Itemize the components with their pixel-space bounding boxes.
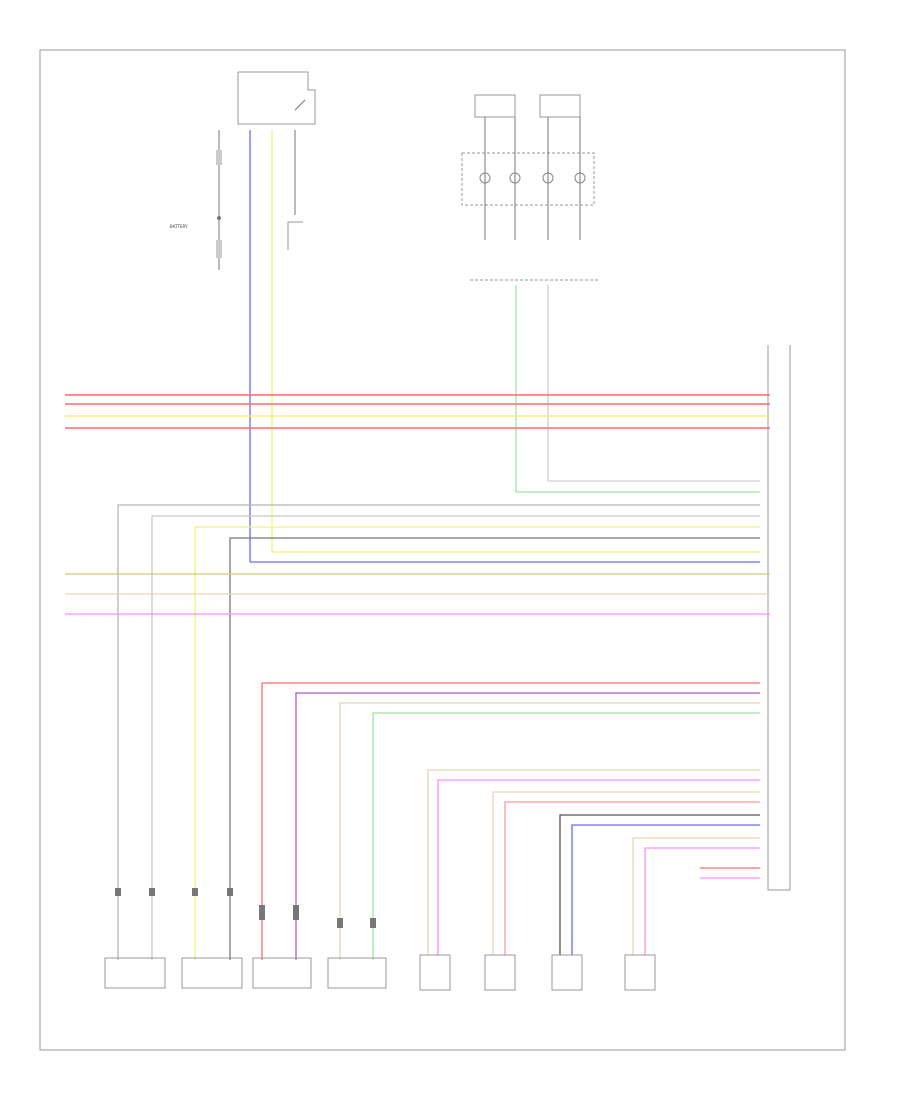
wire-gray-c1b bbox=[151, 515, 760, 960]
component-1 bbox=[104, 957, 166, 989]
module-aux-wires bbox=[700, 867, 760, 879]
sensor-group bbox=[461, 94, 600, 281]
wire-gray-c1 bbox=[117, 504, 760, 960]
wire-gray-sensor bbox=[547, 285, 760, 482]
component-6 bbox=[484, 954, 516, 991]
wire-blue-c7 bbox=[571, 824, 760, 955]
component-7 bbox=[551, 954, 583, 991]
wire-black-c7 bbox=[559, 814, 760, 955]
module-connector bbox=[767, 345, 791, 891]
wire-purple-c3 bbox=[295, 692, 760, 960]
component-3 bbox=[252, 957, 312, 989]
component-2 bbox=[181, 957, 243, 989]
component-4 bbox=[327, 957, 387, 989]
relay-box bbox=[237, 71, 316, 125]
wire-violet-c8 bbox=[644, 847, 760, 955]
wire-tan-c8 bbox=[632, 837, 760, 955]
battery-feed: BATTERY bbox=[170, 130, 222, 270]
wire-red-c3 bbox=[261, 682, 760, 960]
wire-tan-c6 bbox=[492, 791, 760, 955]
wire-violet-c5 bbox=[437, 779, 760, 955]
wire-yellow-c2 bbox=[194, 526, 760, 960]
wire-green-sensor bbox=[515, 285, 760, 493]
wire-black-c2 bbox=[229, 537, 760, 960]
connector-marks bbox=[115, 888, 376, 928]
component-8 bbox=[624, 954, 656, 991]
wire-tan-c4 bbox=[339, 702, 760, 960]
wire-green-c4 bbox=[372, 712, 760, 960]
component-5 bbox=[419, 954, 451, 991]
wire-red-c6 bbox=[504, 801, 760, 955]
fuse bbox=[287, 130, 303, 250]
wire-tan-c5 bbox=[427, 769, 760, 955]
battery-label: BATTERY bbox=[170, 224, 188, 229]
diagram-border bbox=[39, 49, 846, 1051]
